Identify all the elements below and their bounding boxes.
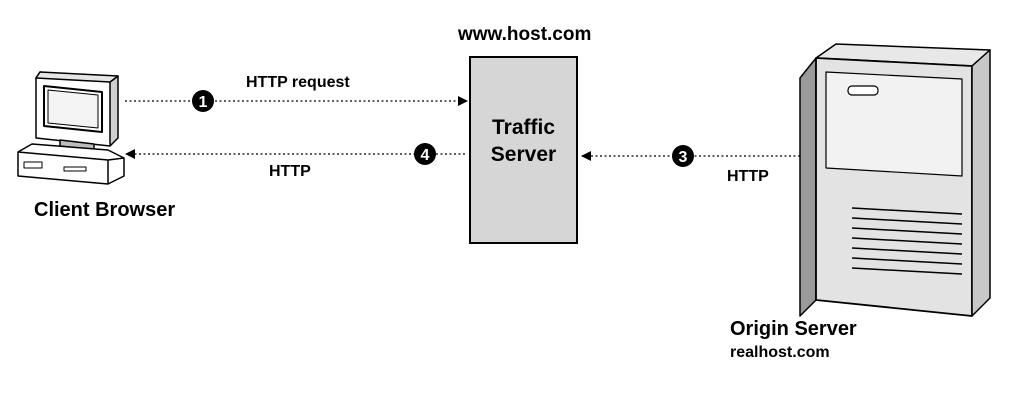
- step-number-1: 1: [199, 94, 208, 111]
- origin-host-label: realhost.com: [730, 344, 830, 361]
- step-marker-4: 4: [414, 143, 436, 165]
- traffic-server-label-line1: Traffic: [491, 116, 556, 139]
- origin-server-icon: [799, 43, 991, 317]
- client-browser-label: Client Browser: [34, 199, 176, 221]
- client-computer-icon: [17, 71, 125, 185]
- response-label: HTTP: [269, 163, 311, 180]
- step-marker-3: 3: [672, 145, 694, 167]
- step-number-4: 4: [421, 147, 430, 164]
- traffic-server-label: Traffic Server: [471, 114, 576, 168]
- request-label: HTTP request: [246, 74, 350, 91]
- traffic-server-label-line2: Server: [490, 143, 557, 166]
- step-marker-1: 1: [192, 90, 214, 112]
- step-number-3: 3: [679, 149, 688, 166]
- origin-exchange-label: HTTP: [727, 168, 769, 185]
- origin-server-label: Origin Server: [730, 318, 857, 340]
- traffic-server-box: Traffic Server: [469, 56, 578, 244]
- host-label: www.host.com: [458, 24, 592, 45]
